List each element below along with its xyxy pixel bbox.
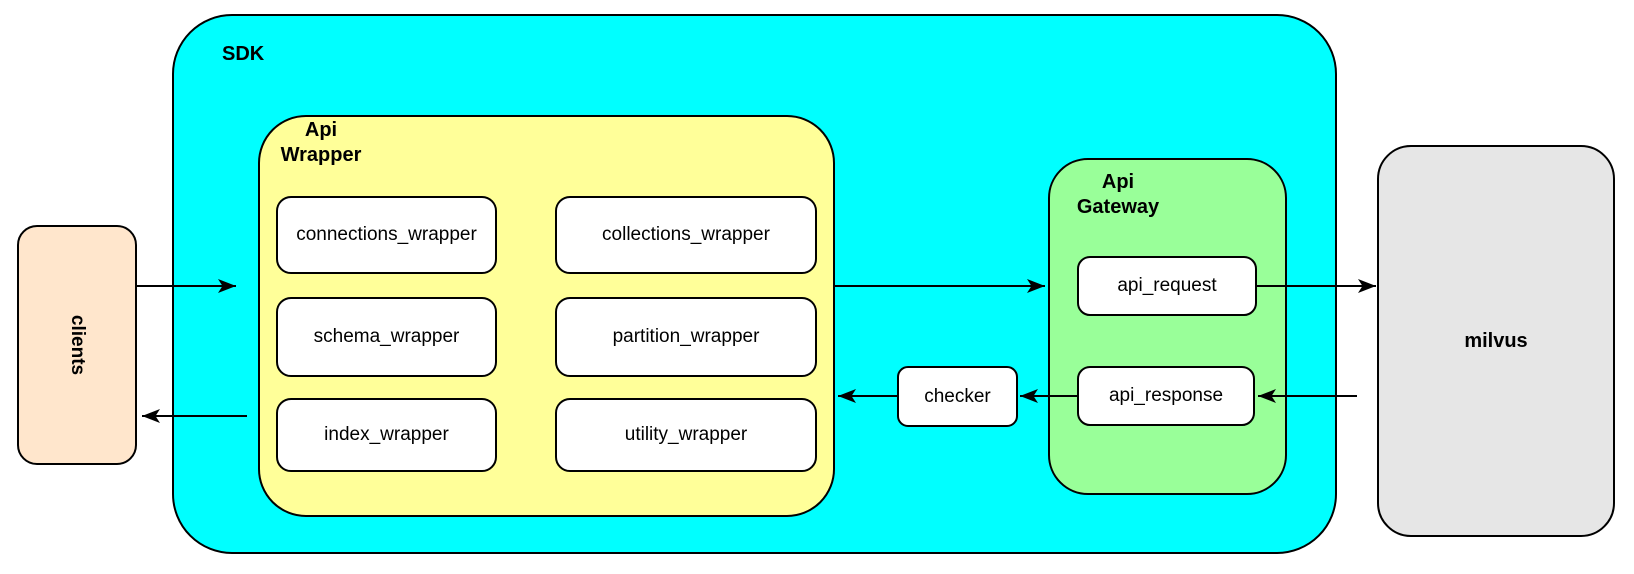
index-wrapper-node: index_wrapper (276, 398, 497, 472)
partition-wrapper-node: partition_wrapper (555, 297, 817, 377)
collections-wrapper-label: collections_wrapper (602, 224, 770, 245)
checker-label: checker (924, 385, 991, 407)
api-response-node: api_response (1077, 366, 1255, 426)
milvus-label: milvus (1464, 329, 1528, 352)
collections-wrapper-node: collections_wrapper (555, 196, 817, 274)
api-request-node: api_request (1077, 256, 1257, 316)
connections-wrapper-node: connections_wrapper (276, 196, 497, 274)
clients-node: clients (17, 225, 137, 465)
partition-wrapper-label: partition_wrapper (612, 326, 760, 347)
utility-wrapper-node: utility_wrapper (555, 398, 817, 472)
checker-node: checker (897, 366, 1018, 427)
api-response-label: api_response (1108, 385, 1224, 406)
schema-wrapper-node: schema_wrapper (276, 297, 497, 377)
utility-wrapper-label: utility_wrapper (624, 424, 748, 445)
schema-wrapper-label: schema_wrapper (313, 326, 460, 347)
sdk-label: SDK (222, 43, 265, 65)
api-gateway-label: Api Gateway (1076, 171, 1160, 218)
api-request-label: api_request (1117, 275, 1217, 296)
index-wrapper-label: index_wrapper (324, 424, 449, 445)
clients-label: clients (66, 314, 88, 376)
api-wrapper-label: Api Wrapper (280, 119, 362, 166)
connections-wrapper-label: connections_wrapper (296, 224, 477, 245)
milvus-node: milvus (1377, 145, 1615, 537)
api-gateway-container (1048, 158, 1287, 495)
